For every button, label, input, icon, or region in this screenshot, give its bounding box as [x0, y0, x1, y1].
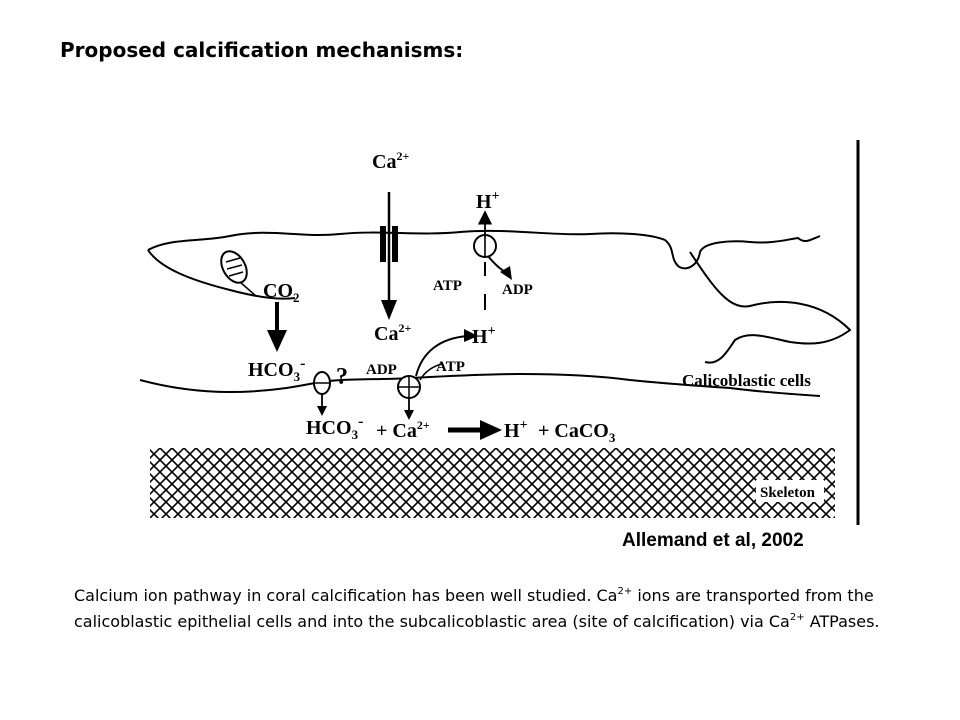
caption: Calcium ion pathway in coral calcificati…	[74, 583, 904, 635]
ca-atpase-down-arrowhead	[404, 410, 414, 420]
reaction-arrowhead	[480, 420, 502, 440]
mitochondrion-cristae	[225, 257, 244, 277]
atp-adp-upper-arrowhead	[500, 266, 512, 280]
hco3-transport-arrowhead	[317, 406, 327, 416]
slide-title: Proposed calcification mechanisms:	[60, 38, 464, 62]
basal-membrane	[139, 372, 821, 397]
skeleton-label-bg	[756, 480, 824, 502]
label-ca-mid: Ca2+	[374, 321, 411, 345]
caption-part3: ATPases.	[804, 612, 880, 631]
mito-to-co2-line	[239, 281, 257, 297]
label-skeleton: Skeleton	[760, 485, 816, 501]
co2-to-hco3-arrowhead	[267, 330, 287, 352]
ca-influx-arrowhead	[381, 300, 397, 320]
label-atp-upper: ATP	[433, 278, 462, 294]
h-uptake-arrowhead	[464, 329, 478, 342]
cell-left-edge	[147, 249, 296, 300]
label-plus-ca: + Ca2+	[376, 418, 430, 442]
label-plus-caco3: + CaCO3	[538, 420, 616, 445]
caption-part1: Calcium ion pathway in coral calcificati…	[74, 586, 618, 605]
label-question: ?	[336, 364, 348, 390]
caption-part2: ions are transported from the calicoblas…	[74, 586, 874, 631]
skeleton-hatch	[150, 448, 835, 518]
membrane-fold	[689, 251, 852, 364]
caption-sup1: 2+	[617, 586, 633, 597]
label-h-top: H+	[476, 189, 500, 213]
calcification-diagram: Ca2+ H+ ATP ADP CO2 Ca2+ H+ HCO3- ? ADP …	[139, 140, 860, 525]
label-co2: CO2	[263, 280, 300, 305]
label-hco3-bottom: HCO3-	[306, 413, 363, 442]
label-atp-lower: ATP	[436, 359, 465, 375]
label-adp-lower: ADP	[366, 362, 397, 378]
citation: Allemand et al, 2002	[622, 530, 804, 551]
label-ca-top: Ca2+	[372, 149, 409, 173]
atp-lower-curve	[419, 363, 443, 381]
label-calicoblastic-cells: Calicoblastic cells	[682, 371, 811, 390]
label-h-bottom: H+	[504, 418, 528, 442]
label-adp-upper: ADP	[502, 282, 533, 298]
apical-membrane	[147, 229, 821, 270]
caption-sup2: 2+	[789, 612, 805, 623]
ca-channel-right-bar	[392, 226, 398, 262]
h-uptake-curve	[415, 335, 469, 377]
label-h-mid: H+	[472, 324, 496, 348]
ca-channel-left-bar	[380, 226, 386, 262]
label-hco3: HCO3-	[248, 355, 305, 384]
